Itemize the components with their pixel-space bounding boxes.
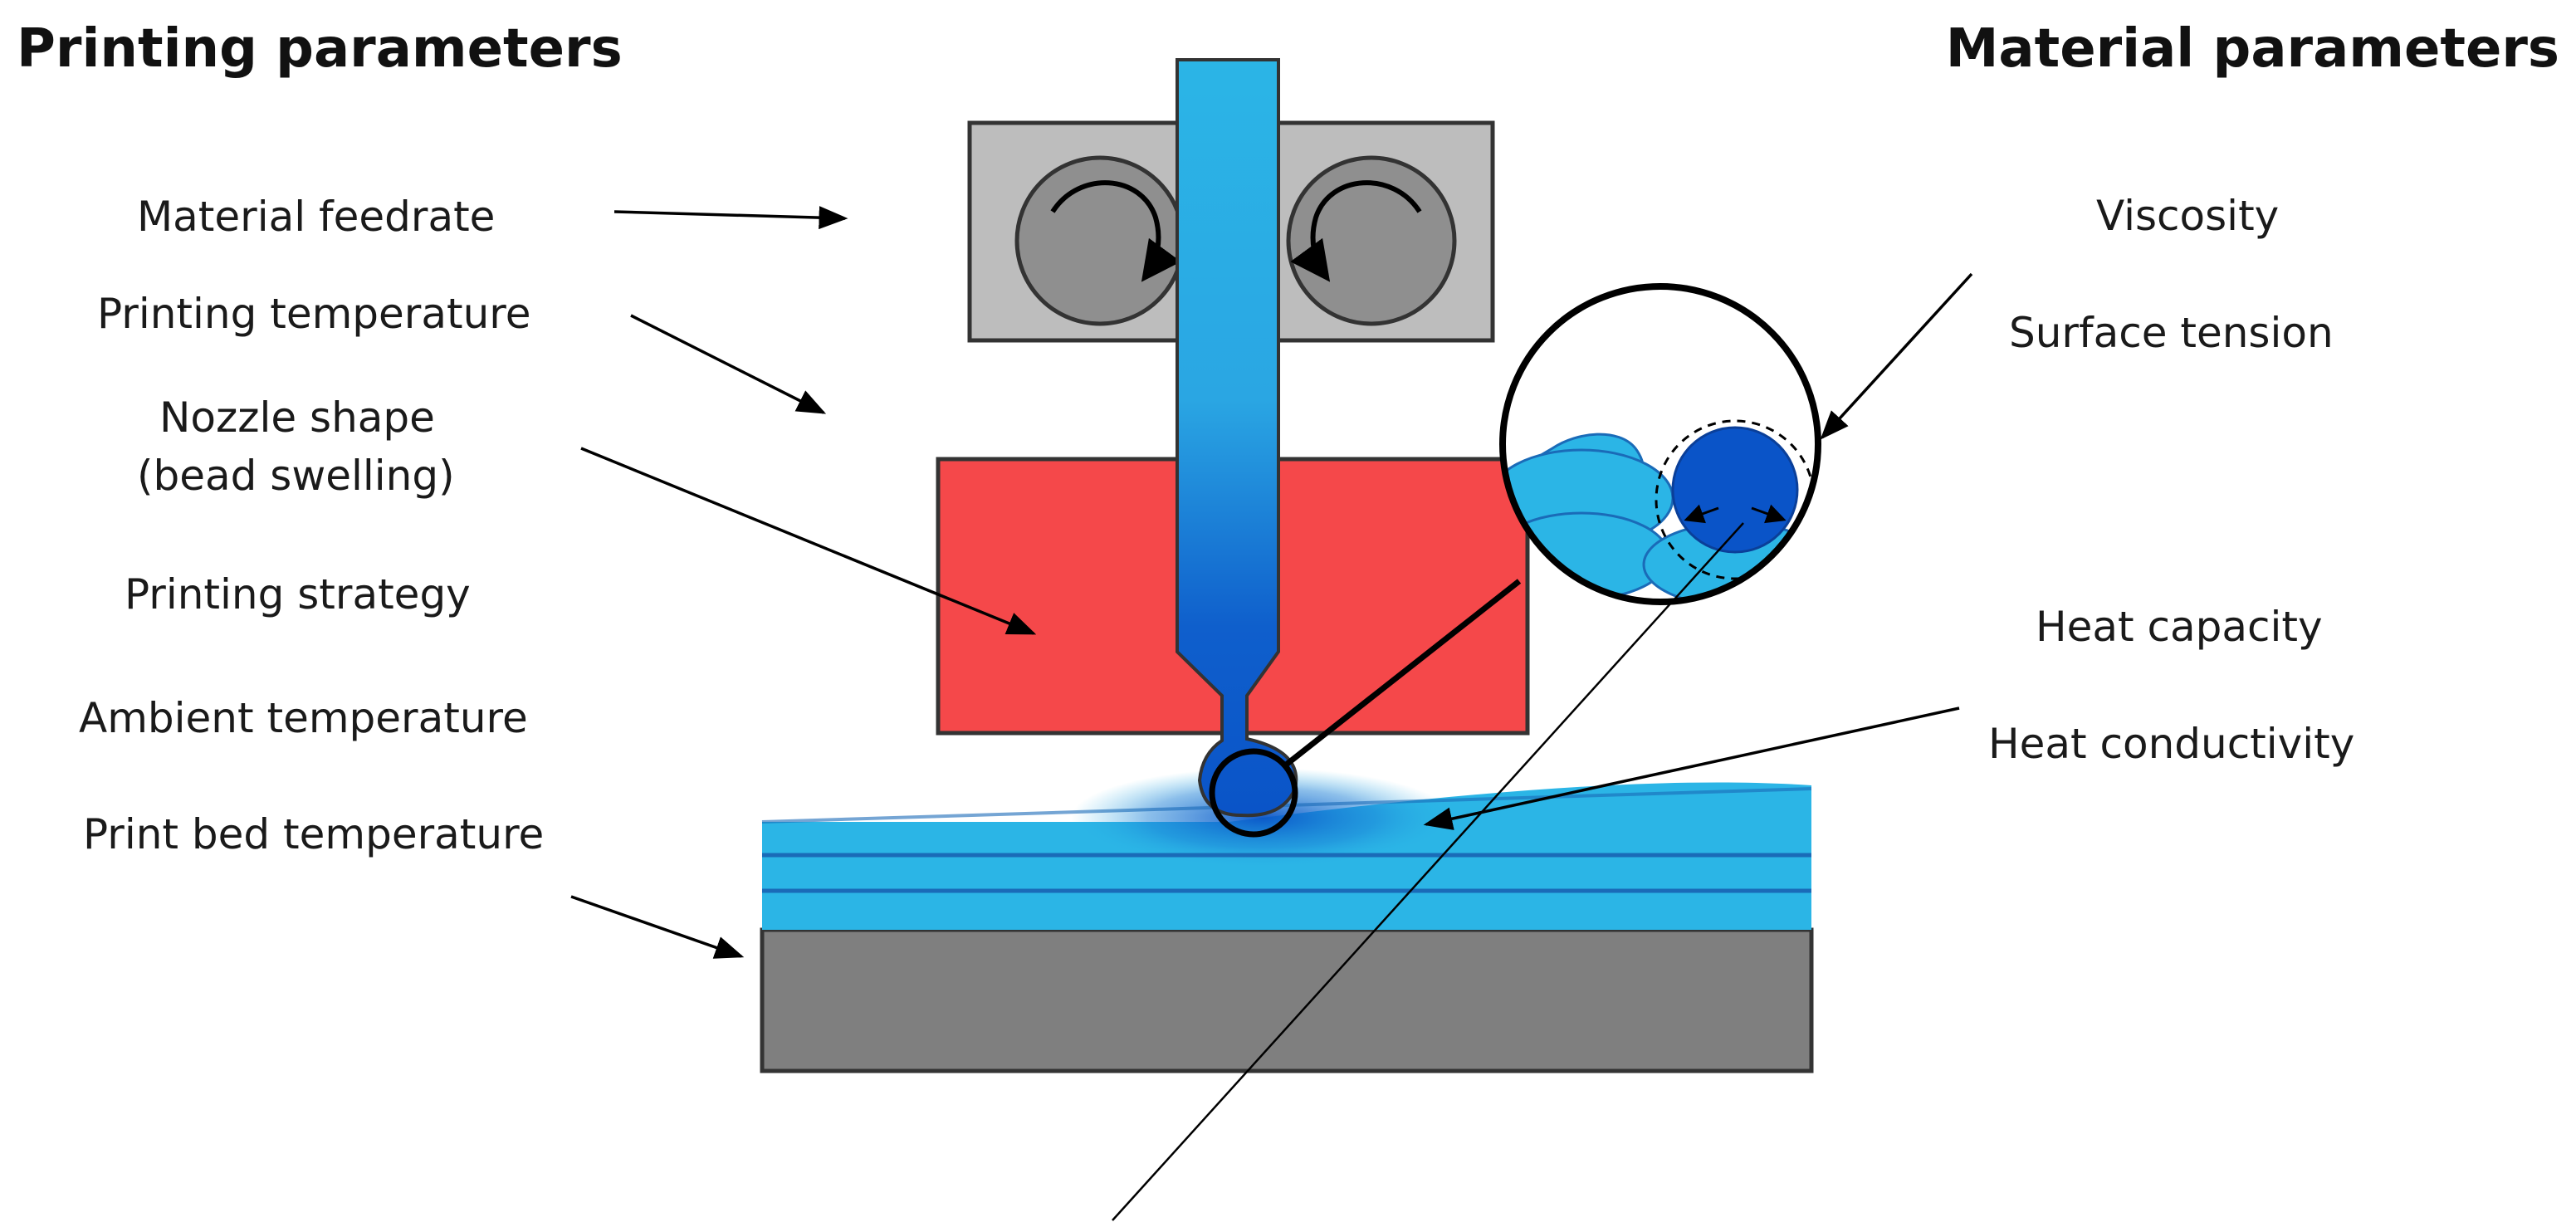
printing-temperature-label: Printing temperature	[97, 290, 531, 338]
material-feedrate-label: Material feedrate	[137, 193, 495, 241]
bead-zoom-view	[1499, 283, 1821, 605]
printing-parameters-heading: Printing parameters	[17, 18, 623, 80]
print-bed-temperature-label: Print bed temperature	[83, 810, 544, 858]
filament-nozzle	[1176, 58, 1298, 818]
print-bed-temperature-arrow	[570, 895, 745, 959]
bead-swelling-label: (bead swelling)	[137, 452, 455, 500]
material-feedrate-arrow	[613, 206, 848, 230]
right-roller-rotation-arrow	[1290, 180, 1422, 282]
material-properties-guide-line	[1112, 522, 1744, 1221]
zoom-connector-line	[1283, 579, 1522, 768]
nozzle-shape-label: Nozzle shape	[159, 394, 435, 442]
viscosity-label: Viscosity	[2096, 192, 2279, 240]
printing-strategy-label: Printing strategy	[125, 570, 471, 618]
zoom-source-circle	[1209, 748, 1298, 838]
heat-conductivity-label: Heat conductivity	[1988, 720, 2354, 768]
printed-layers	[761, 768, 1812, 930]
surface-tension-label: Surface tension	[2009, 309, 2334, 357]
heat-conductivity-arrow	[1423, 706, 1960, 830]
left-roller-rotation-arrow	[1050, 180, 1181, 282]
nozzle-shape-arrow	[580, 447, 1037, 635]
material-parameters-heading: Material parameters	[1946, 18, 2559, 80]
print-bed	[760, 927, 1814, 1073]
printing-temperature-arrow	[630, 314, 827, 414]
surface-tension-arrow	[1820, 272, 1973, 440]
ambient-temperature-label: Ambient temperature	[79, 694, 528, 742]
heat-capacity-label: Heat capacity	[2036, 603, 2323, 651]
